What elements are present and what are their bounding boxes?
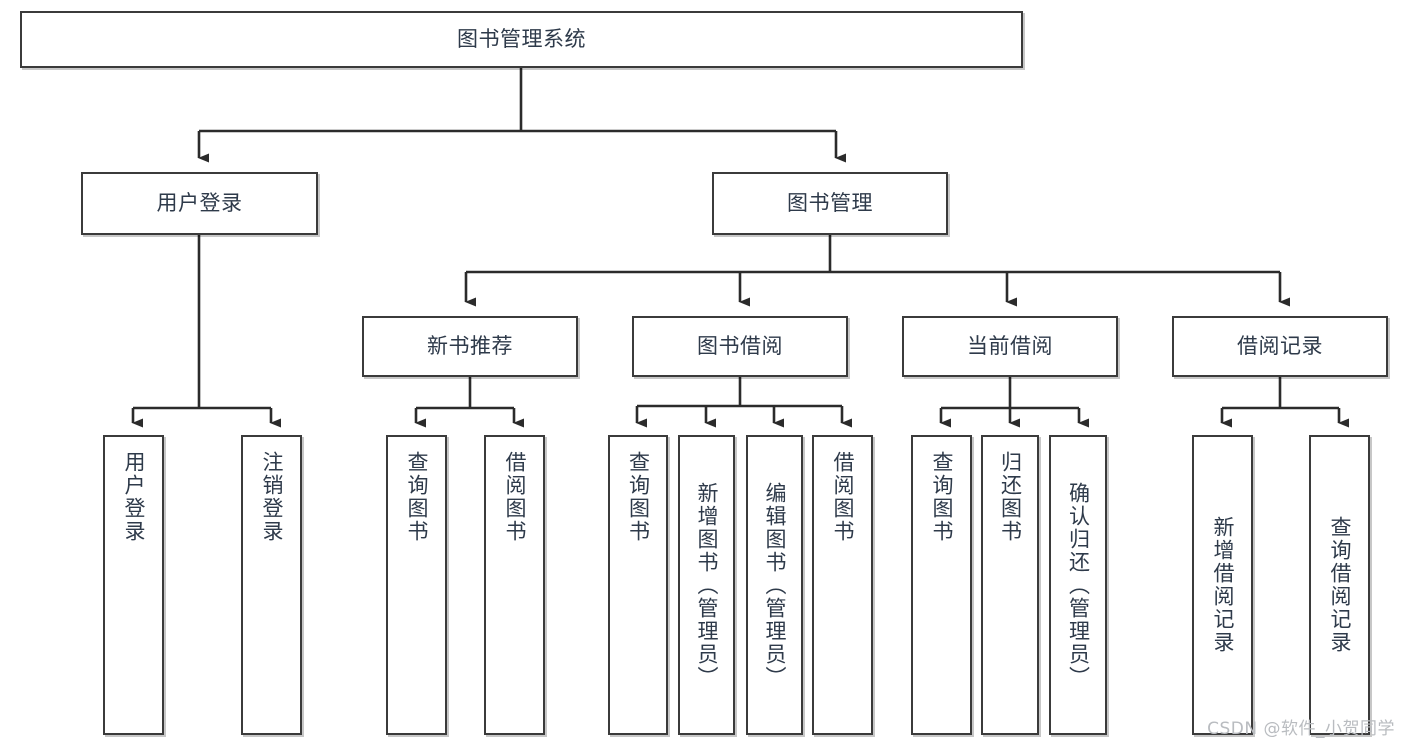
node-label: 用户登录 bbox=[121, 451, 146, 543]
node-current-borrow[interactable]: 当前借阅 bbox=[902, 316, 1118, 377]
leaf-user-login-login[interactable]: 用户登录 bbox=[103, 435, 164, 735]
node-label: 查询图书 bbox=[404, 451, 429, 543]
node-label: 借阅图书 bbox=[502, 451, 527, 543]
leaf-new-book-query[interactable]: 查询图书 bbox=[386, 435, 447, 735]
node-borrow-record[interactable]: 借阅记录 bbox=[1172, 316, 1388, 377]
leaf-current-borrow-confirm[interactable]: 确认归还（管理员） bbox=[1049, 435, 1107, 735]
node-label: 借阅图书 bbox=[830, 451, 855, 543]
node-label: 新书推荐 bbox=[427, 334, 513, 359]
leaf-borrow-record-query[interactable]: 查询借阅记录 bbox=[1309, 435, 1370, 735]
leaf-book-borrow-edit[interactable]: 编辑图书（管理员） bbox=[746, 435, 803, 735]
node-label: 注销登录 bbox=[259, 451, 284, 543]
node-label: 借阅记录 bbox=[1237, 334, 1323, 359]
node-new-book-recommend[interactable]: 新书推荐 bbox=[362, 316, 578, 377]
node-label: 新增借阅记录 bbox=[1210, 516, 1235, 654]
node-label: 图书管理 bbox=[787, 191, 873, 216]
leaf-book-borrow-query[interactable]: 查询图书 bbox=[608, 435, 668, 735]
node-label: 查询图书 bbox=[929, 451, 954, 543]
node-label: 图书借阅 bbox=[697, 334, 783, 359]
leaf-new-book-borrow[interactable]: 借阅图书 bbox=[484, 435, 545, 735]
node-label: 查询借阅记录 bbox=[1327, 516, 1352, 654]
node-label: 确认归还（管理员） bbox=[1066, 481, 1091, 689]
leaf-current-borrow-return[interactable]: 归还图书 bbox=[981, 435, 1039, 735]
node-label: 新增图书（管理员） bbox=[694, 481, 719, 689]
watermark-text: CSDN @软件_小贺同学 bbox=[1207, 719, 1395, 739]
node-label: 查询图书 bbox=[626, 451, 651, 543]
node-book-management[interactable]: 图书管理 bbox=[712, 172, 948, 235]
node-label: 用户登录 bbox=[156, 191, 243, 216]
node-book-borrow[interactable]: 图书借阅 bbox=[632, 316, 848, 377]
node-user-login[interactable]: 用户登录 bbox=[81, 172, 318, 235]
node-label: 当前借阅 bbox=[967, 334, 1053, 359]
leaf-book-borrow-add[interactable]: 新增图书（管理员） bbox=[678, 435, 735, 735]
leaf-book-borrow-borrow[interactable]: 借阅图书 bbox=[812, 435, 873, 735]
leaf-user-login-logout[interactable]: 注销登录 bbox=[241, 435, 302, 735]
node-root-system[interactable]: 图书管理系统 bbox=[20, 11, 1023, 68]
leaf-borrow-record-add[interactable]: 新增借阅记录 bbox=[1192, 435, 1253, 735]
node-label: 归还图书 bbox=[998, 451, 1023, 543]
leaf-current-borrow-query[interactable]: 查询图书 bbox=[911, 435, 972, 735]
node-label: 编辑图书（管理员） bbox=[762, 481, 787, 689]
node-label: 图书管理系统 bbox=[457, 27, 586, 52]
